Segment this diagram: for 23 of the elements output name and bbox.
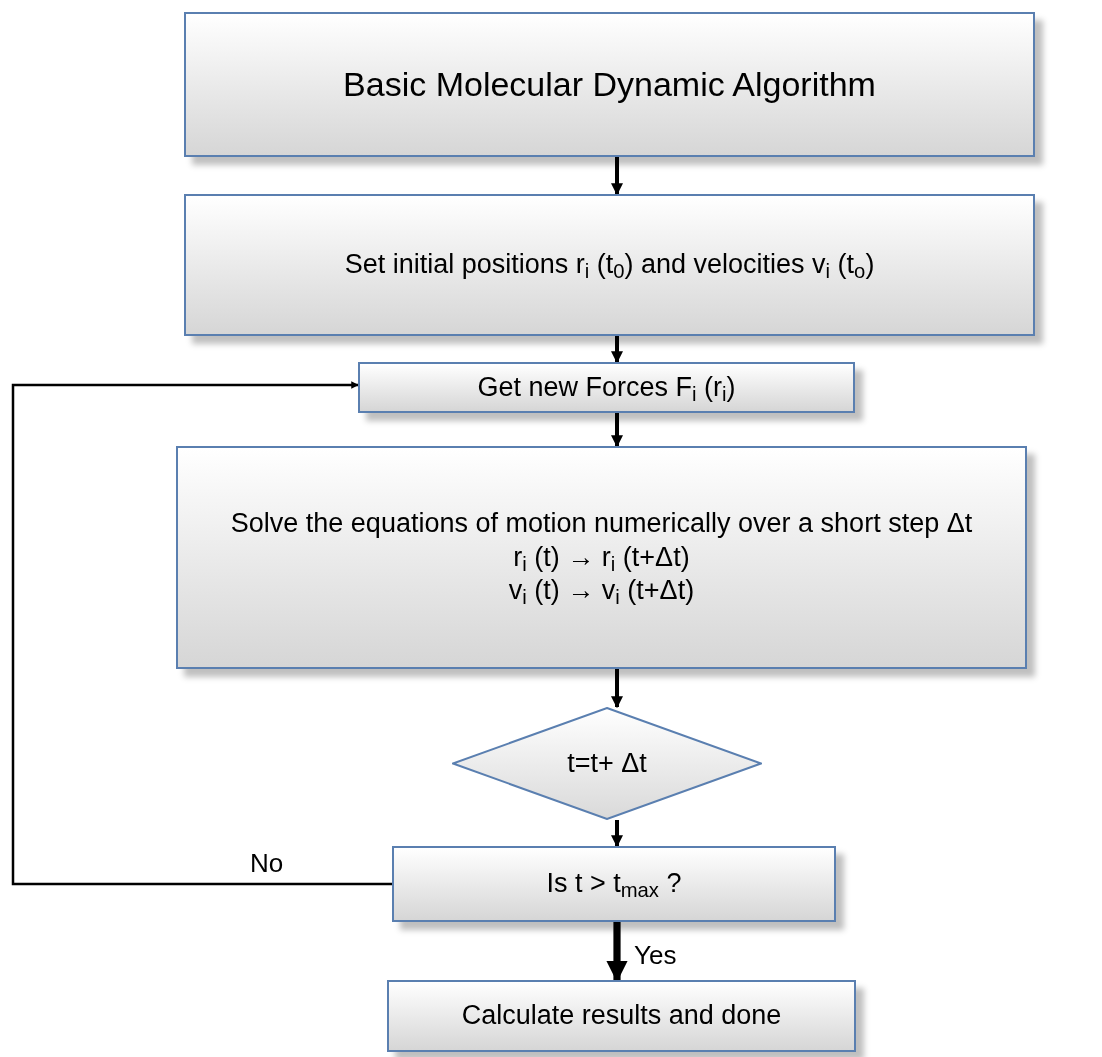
process-box [358,362,855,413]
node-text: Solve the equations of motion numerically over a short step Δt [229,506,974,540]
decision-box [392,846,836,922]
process-box [176,446,1027,669]
decision-diamond [452,707,762,820]
node-text: t=t+ Δt [566,746,648,780]
arrow [611,669,623,709]
arrow [611,820,623,848]
arrow [611,336,623,364]
arrow [606,922,628,983]
node-text: r$_{i}$ (t) → r$_{i}$ (t+Δt) [512,540,691,575]
arrow [611,413,623,448]
title-box [184,12,1035,157]
node-text: Get new Forces F$_{i}$ (r$_{i}$) [476,370,737,405]
process-box [387,980,856,1052]
node-text: Calculate results and done [460,999,783,1033]
arrow [611,157,623,196]
node-text: Is t > t$_{max}$ ? [545,867,683,901]
node-text: Basic Molecular Dynamic Algorithm [342,64,877,106]
node-text: v$_{i}$ (t) → v$_{i}$ (t+Δt) [507,574,696,609]
arrow [11,381,392,886]
node-text: Set initial positions r$_{i}$ (t$_{0}$) and velocities v$_{i}$ (t$_{o}$) [343,248,876,282]
process-box [184,194,1035,336]
